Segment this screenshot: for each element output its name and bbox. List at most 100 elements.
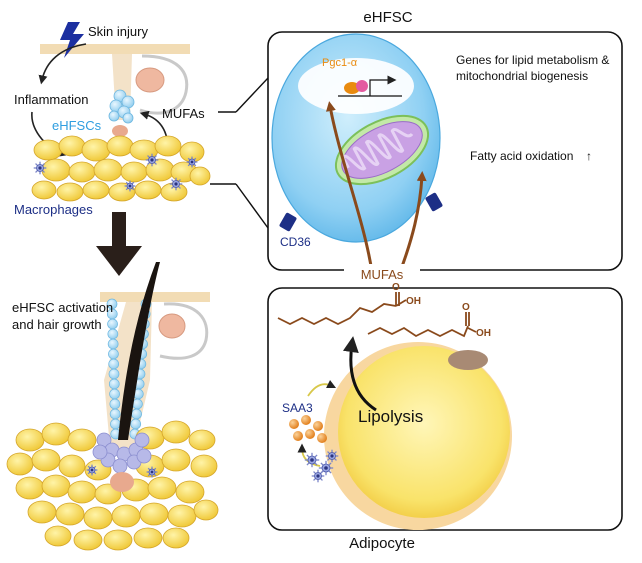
adipocyte-small	[161, 448, 191, 472]
epidermis-layer-bottom	[100, 292, 210, 302]
adipocyte-small	[190, 454, 218, 478]
injury-panel: Skin injury Inflammation eHFSCs MUFAs Ma…	[14, 22, 211, 217]
adipocyte-small	[67, 480, 97, 504]
label-mufas-left: MUFAs	[162, 106, 205, 121]
macrophage-cell	[124, 180, 136, 192]
dermal-papilla	[112, 125, 128, 137]
adipocyte-small	[93, 158, 123, 182]
macrophage-cell	[146, 466, 158, 478]
ehfsc-cell-small	[109, 408, 121, 420]
ehfsc-cluster	[108, 89, 135, 124]
mufas-label-bg	[344, 264, 420, 284]
adipocyte-small	[41, 158, 71, 182]
adipocyte-small	[189, 166, 211, 186]
adipocyte-small	[147, 476, 177, 500]
mufa-arrow-to-nucleus	[325, 101, 374, 273]
adipocyte-small	[111, 504, 141, 528]
lightning-icon	[60, 22, 84, 58]
mitochondrion	[334, 114, 430, 186]
fatty-acid-chain-2	[367, 325, 469, 338]
cd36-receptor-left	[279, 212, 297, 232]
pgc-factor-orange	[344, 82, 360, 94]
label-genes-line1: Genes for lipid metabolism &	[456, 53, 609, 67]
adipocyte-small	[188, 429, 216, 451]
label-adipocyte: Adipocyte	[349, 535, 415, 552]
ehfsc-cell-small	[107, 328, 119, 340]
macrophage-cell	[86, 464, 98, 476]
adipocyte-small	[67, 428, 97, 452]
saa3-arrow-up	[307, 379, 337, 397]
label-oh1: OH	[406, 296, 421, 307]
adipocyte-small	[139, 502, 169, 526]
ehfsc-panel: eHFSC Pgc1-α CD36 Genes for lipid metabo…	[267, 9, 623, 273]
adipocyte-small	[103, 529, 133, 551]
adipocyte-small	[73, 529, 103, 551]
ehfsc-cell-small	[108, 368, 120, 380]
adipocyte-small	[44, 525, 72, 547]
ehfsc-cell-small	[108, 358, 120, 370]
adipocyte-panel: O OH O OH Lipolysis SAA3 Adipocyte	[267, 282, 623, 552]
macrophage-cell	[145, 153, 159, 167]
adipocyte-small	[68, 161, 96, 183]
lipolysis-arrow	[342, 336, 377, 412]
label-o1: O	[392, 282, 400, 293]
macrophage-cell	[186, 156, 198, 168]
label-fatty-acid-oxidation: Fatty acid oxidation	[470, 149, 573, 163]
macrophage-cell	[325, 449, 339, 463]
label-lipolysis: Lipolysis	[358, 407, 423, 426]
fat-layer-top	[31, 135, 211, 202]
ehfsc-cell-small	[130, 418, 142, 430]
arrow-injury-to-inflammation	[38, 43, 87, 85]
ehfsc-cell-small	[108, 378, 120, 390]
adipocyte-small	[83, 506, 113, 530]
label-saa3: SAA3	[282, 401, 313, 415]
label-oh2: OH	[476, 328, 491, 339]
adipocyte-nucleus	[448, 350, 488, 370]
hair-shaft	[118, 262, 160, 440]
label-ehfscs: eHFSCs	[52, 118, 102, 133]
big-down-arrow	[96, 212, 142, 276]
adipocyte-small	[193, 499, 219, 521]
adipocyte-small	[33, 139, 63, 161]
cd36-receptor-right	[425, 192, 443, 212]
adipocyte-small	[58, 135, 86, 157]
label-activation-line1: eHFSC activation	[12, 300, 113, 315]
label-activation-line2: and hair growth	[12, 317, 102, 332]
adipocyte-small	[58, 454, 86, 478]
macrophage-cell	[311, 469, 325, 483]
label-up-arrow: ↑	[586, 149, 592, 163]
adipocyte-small	[154, 135, 182, 157]
ehfsc-cell-small	[131, 408, 142, 420]
sebaceous-gland	[135, 67, 165, 93]
fatty-acid-chain-1	[277, 303, 397, 326]
adipocyte-small	[55, 502, 85, 526]
macrophage-cell	[304, 452, 320, 468]
ehfsc-cell-small	[108, 348, 119, 360]
adipocyte-cell	[338, 346, 510, 518]
adipocyte-small	[15, 428, 45, 452]
ehfsc-cell-small	[110, 418, 121, 430]
adipocyte-small	[81, 138, 111, 162]
label-pgc1a: Pgc1-α	[322, 57, 358, 69]
label-o2: O	[462, 302, 470, 313]
label-macrophages: Macrophages	[14, 202, 93, 217]
label-genes-line2: mitochondrial biogenesis	[456, 69, 588, 83]
adipocyte-small	[134, 180, 162, 200]
adipocyte-small	[161, 420, 191, 444]
sebaceous-gland-bottom	[158, 313, 186, 339]
adipocyte-small	[82, 180, 110, 200]
adipocyte-small	[31, 448, 61, 472]
adipocyte-small	[31, 180, 57, 200]
adipocyte-small	[6, 452, 34, 476]
ehfsc-cell-small	[107, 338, 119, 350]
adipocyte-small	[175, 480, 205, 504]
transcription-arrow	[369, 75, 397, 96]
ehfsc-cell-small	[109, 398, 121, 410]
epidermis-layer	[40, 44, 190, 54]
adipocyte-small	[162, 527, 190, 549]
macrophage-cell	[169, 177, 183, 191]
label-mufas-center: MUFAs	[361, 267, 404, 282]
adipocyte-small	[27, 500, 57, 524]
